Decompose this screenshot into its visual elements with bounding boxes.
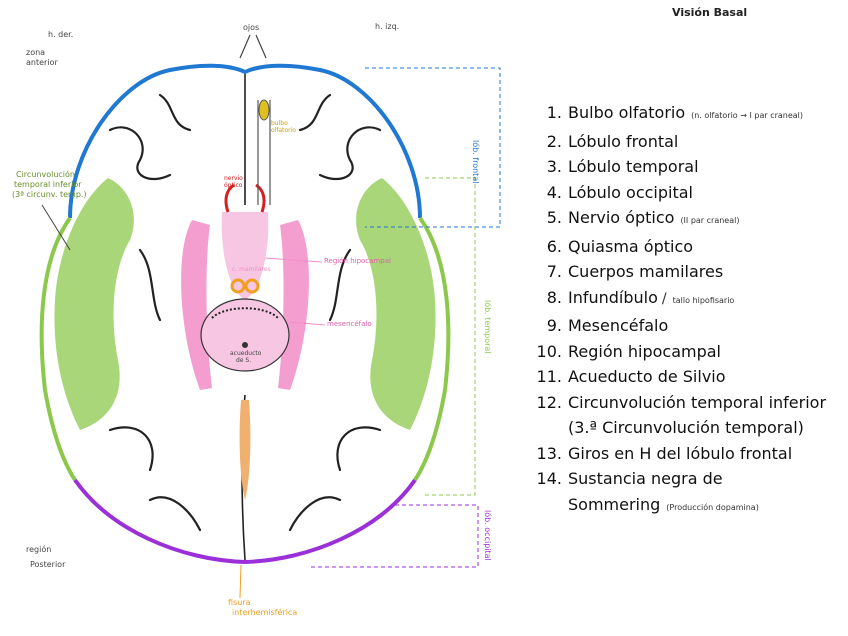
occipital-lobe-bracket-label: lób. occipital [483,510,492,561]
fissure-label-2: interhemisférica [232,608,298,617]
anterior-label-1: zona [26,48,46,57]
legend-number: 2. [546,131,562,151]
frontal-border [68,63,422,219]
optic-nerve-label-1: nervio [224,175,243,182]
legend-item: 12. Circunvolución temporal inferior (3.… [528,390,844,441]
structure-legend: 1. Bulbo olfatorio (n. olfatorio → I par … [528,100,844,520]
mammillary-body-left [244,278,260,294]
legend-text: Bulbo olfatorio [568,103,686,122]
legend-number: 10. [536,341,562,361]
occipital-bracket [310,504,479,568]
legend-text: Mesencéfalo [568,316,669,335]
legend-item: 9. Mesencéfalo [528,313,844,339]
legend-text: Lóbulo temporal [568,157,699,176]
olfactory-bulb-label-1: bulbo [271,120,288,127]
legend-text: Lóbulo frontal [568,131,679,151]
legend-text: Nervio óptico [568,208,675,227]
legend-item: 8. Infundíbulo/ tallo hipofisario [528,285,844,314]
legend-text: Infundíbulo [568,287,658,307]
legend-item: 6. Quiasma óptico [528,234,844,260]
legend-note: (Producción dopamina) [666,502,759,512]
occipital-border [73,478,417,565]
legend-text: Lóbulo occipital [568,182,693,202]
legend-text: Cuerpos mamilares [568,262,724,281]
diagram-title: Visión Basal [672,6,748,19]
fissure-label-1: fisura [228,598,251,607]
legend-text: Sustancia negra de Sommering [568,469,723,514]
legend-note: tallo hipofisario [672,295,735,305]
legend-number: 13. [536,443,562,463]
legend-text: Circunvolución temporal inferior (3.ª Ci… [568,392,827,438]
legend-note: (II par craneal) [680,216,740,225]
mammillary-label: c. mamilares [232,266,271,273]
optic-nerve-label-2: óptico [224,182,243,189]
legend-number: 11. [536,367,562,386]
frontal-lobe-bracket-label: lób. frontal [471,140,480,184]
hippocampal-region-left [278,220,309,390]
hippocampal-label: Región hipocampal [324,257,391,265]
legend-item: 13. Giros en H del lóbulo frontal [528,441,844,467]
legend-item: 14. Sustancia negra de Sommering(Producc… [528,466,844,520]
eyes-label: ojos [243,23,260,32]
mammillary-body-right [230,278,246,294]
midbrain-label: mesencéfalo [327,320,372,328]
legend-number: 6. [546,236,562,256]
anterior-label-2: anterior [26,58,58,67]
right-hemisphere-label: h. der. [48,30,74,39]
legend-text: Quiasma óptico [568,236,694,256]
legend-item: 3. Lóbulo temporal [528,154,844,180]
legend-number: 1. [546,103,562,122]
legend-item: 7. Cuerpos mamilares [528,259,844,285]
substantia-nigra [211,307,279,319]
legend-item: 5. Nervio óptico (II par craneal) [528,205,844,234]
inferior-gyrus-label-2: temporal inferior [14,180,82,189]
legend-item: 4. Lóbulo occipital [528,180,844,206]
legend-number: 8. [546,287,562,307]
legend-text: Giros en H del lóbulo frontal [568,443,793,463]
midbrain [200,298,290,372]
temporal-lobe-left-fill [356,178,436,430]
legend-number: 4. [546,182,562,202]
eye-arrows [239,34,267,59]
left-hemisphere-label: h. izq. [375,22,400,31]
optic-chiasm-area [221,212,269,300]
aqueduct-label-2: de S. [236,357,252,364]
olfactory-bulb-label-2: olfatorio [271,127,296,134]
legend-text: Acueducto de Silvio [568,367,726,386]
temporal-border-right [39,216,77,482]
legend-slash: / [661,290,667,307]
gyri [108,93,382,532]
legend-number: 5. [546,208,562,227]
aqueduct-label-1: acueducto [230,350,262,357]
olfactory-bulb [258,99,270,121]
inferior-gyrus-label-1: Circunvolución [16,170,75,179]
temporal-lobe-right-fill [54,178,134,430]
legend-text: Región hipocampal [568,341,721,361]
legend-item: 2. Lóbulo frontal [528,129,844,155]
legend-note: (n. olfatorio → I par craneal) [691,111,804,120]
legend-item: 10. Región hipocampal [528,339,844,365]
legend-number: 12. [536,392,562,412]
legend-number: 14. [536,469,562,488]
legend-number: 3. [546,157,562,176]
legend-number: 9. [546,316,562,335]
inferior-gyrus-label-3: (3ª circunv. temp.) [12,190,87,199]
legend-item: 11. Acueducto de Silvio [528,364,844,390]
legend-item: 1. Bulbo olfatorio (n. olfatorio → I par … [528,100,844,129]
temporal-border-left [413,216,451,482]
temporal-bracket [425,177,476,496]
legend-number: 7. [546,262,562,281]
temporal-lobe-bracket-label: lób. temporal [483,300,492,354]
brain-diagram [39,34,501,599]
posterior-label-2: Posterior [30,560,66,569]
cerebral-aqueduct [242,342,248,348]
hippocampal-region-right [181,220,212,390]
posterior-label-1: región [26,545,52,554]
fissure-fill [239,400,251,500]
